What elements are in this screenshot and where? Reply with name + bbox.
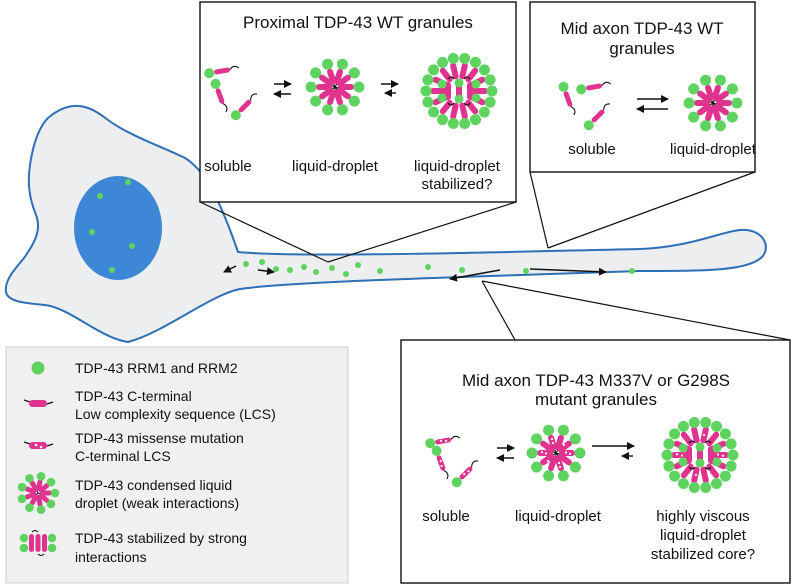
panel-mid-axon-wt: Mid axon TDP-43 WT granules xyxy=(529,1,757,173)
nucleus xyxy=(74,176,162,280)
transport-arrow xyxy=(529,267,607,276)
label-liquid-droplet: liquid-droplet xyxy=(660,527,747,544)
panel-mutant: Mid axon TDP-43 M337V or G298S mutant gr… xyxy=(400,339,791,584)
label-soluble: soluble xyxy=(204,158,252,175)
legend-lcs-line1: TDP-43 C-terminal xyxy=(75,388,192,404)
panel-mutant-title-line2: mutant granules xyxy=(535,390,657,409)
panel-mutant-title-line1: Mid axon TDP-43 M337V or G298S xyxy=(462,371,730,390)
panel-mid-title-line1: Mid axon TDP-43 WT xyxy=(560,19,723,38)
panel-mid-title-line2: granules xyxy=(609,39,674,58)
label-soluble: soluble xyxy=(568,141,616,158)
transport-arrow xyxy=(449,269,501,282)
label-stabilized: stabilized? xyxy=(422,176,493,193)
zoom-lines xyxy=(199,171,791,341)
transport-arrow xyxy=(257,267,275,276)
label-highly-viscous: highly viscous xyxy=(656,508,749,525)
mutant-liquid-droplet xyxy=(526,424,586,482)
soluble-monomers xyxy=(204,65,258,121)
legend-mutation-symbol xyxy=(23,441,54,449)
label-liquid-droplet: liquid-droplet xyxy=(670,141,757,158)
transport-arrows xyxy=(223,265,607,282)
equilibrium-arrows xyxy=(496,442,635,462)
label-stabilized-core: stabilized core? xyxy=(651,546,755,563)
legend-condensed-line1: TDP-43 condensed liquid xyxy=(75,477,232,493)
transport-arrow xyxy=(223,265,237,273)
legend-condensed-symbol xyxy=(17,472,60,514)
legend-rrm-symbol xyxy=(31,361,45,375)
legend-mutation-line2: C-terminal LCS xyxy=(75,448,171,464)
label-liquid-droplet: liquid-droplet xyxy=(414,158,501,175)
liquid-droplet xyxy=(683,74,743,132)
axon-granules xyxy=(243,259,635,277)
nucleus-granules xyxy=(89,179,135,273)
legend-rrm-label: TDP-43 RRM1 and RRM2 xyxy=(75,360,238,376)
legend-condensed-line2: droplet (weak interactions) xyxy=(75,495,239,511)
soluble-mutant-monomers xyxy=(425,435,479,488)
mutant-viscous-droplet xyxy=(661,417,739,493)
legend-lcs-line2: Low complexity sequence (LCS) xyxy=(75,406,276,422)
stabilized-droplet xyxy=(420,53,498,129)
neuron xyxy=(4,105,767,344)
legend: TDP-43 RRM1 and RRM2 TDP-43 C-terminal L… xyxy=(5,346,349,584)
panel-proximal-title: Proximal TDP-43 WT granules xyxy=(243,13,473,32)
legend-stabilized-line2: interactions xyxy=(75,549,147,565)
legend-stabilized-line1: TDP-43 stabilized by strong xyxy=(75,530,247,546)
liquid-droplet xyxy=(305,58,365,116)
panel-proximal: Proximal TDP-43 WT granules xyxy=(199,1,517,203)
equilibrium-arrows xyxy=(273,80,399,98)
neuron-cell-body xyxy=(4,105,767,344)
soluble-monomers xyxy=(558,81,612,131)
legend-mutation-line1: TDP-43 missense mutation xyxy=(75,430,244,446)
legend-lcs-symbol xyxy=(23,399,54,407)
label-soluble: soluble xyxy=(422,508,470,525)
label-liquid-droplet: liquid-droplet xyxy=(292,158,379,175)
label-liquid-droplet: liquid-droplet xyxy=(515,508,602,525)
equilibrium-arrows xyxy=(636,95,669,113)
legend-stabilized-symbol xyxy=(19,530,57,556)
